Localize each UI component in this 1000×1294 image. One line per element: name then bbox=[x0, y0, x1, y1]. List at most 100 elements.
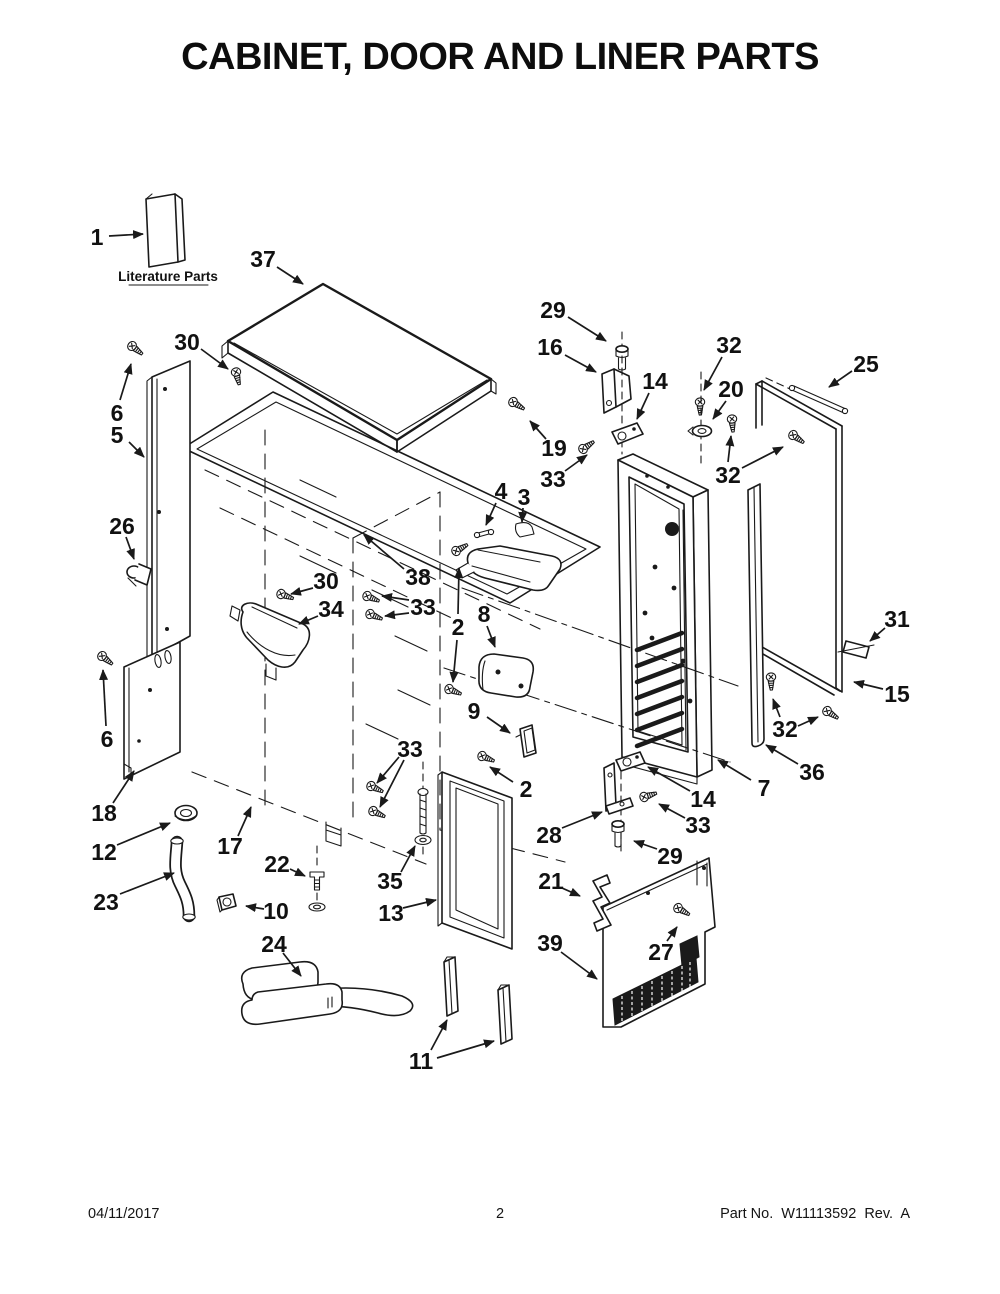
callout-arrow-2 bbox=[489, 766, 514, 783]
clamp bbox=[126, 563, 152, 587]
callout-label-39-46: 39 bbox=[537, 930, 563, 956]
screw-6a bbox=[125, 339, 146, 359]
literature-parts-caption: Literature Parts bbox=[118, 269, 218, 284]
callout-label-17-36: 17 bbox=[217, 833, 243, 859]
callout-arrow-32 bbox=[772, 698, 781, 718]
bottom-hinge-bracket bbox=[603, 762, 634, 815]
callout-arrow-5 bbox=[128, 441, 145, 458]
door-louvers bbox=[634, 630, 685, 749]
callout-arrow-39 bbox=[560, 951, 598, 980]
footer-date: 04/11/2017 bbox=[88, 1206, 160, 1222]
callout-arrow-35 bbox=[400, 845, 416, 873]
callout-arrow-36 bbox=[765, 744, 799, 765]
callout-arrow-21 bbox=[561, 887, 581, 897]
callout-label-35-41: 35 bbox=[377, 868, 403, 894]
drain-grommet bbox=[174, 804, 198, 822]
callout-label-28-37: 28 bbox=[536, 822, 562, 848]
grille-panel bbox=[602, 857, 716, 1028]
callout-label-5-10: 5 bbox=[111, 422, 124, 448]
callout-label-33-27: 33 bbox=[397, 736, 423, 762]
callout-arrow-11 bbox=[430, 1019, 448, 1051]
callout-arrow-19 bbox=[529, 420, 547, 440]
callout-label-3-15: 3 bbox=[518, 484, 531, 510]
callout-label-11-48: 11 bbox=[409, 1048, 434, 1074]
left-side-panel bbox=[146, 360, 191, 662]
drain-hose bbox=[169, 835, 196, 923]
callout-arrow-33 bbox=[658, 803, 686, 819]
callout-arrow-30 bbox=[200, 348, 229, 370]
callout-arrow-28 bbox=[561, 811, 603, 829]
callout-label-29-3: 29 bbox=[540, 297, 566, 323]
callout-label-31-23: 31 bbox=[884, 606, 910, 632]
screw-30b bbox=[274, 587, 296, 604]
callout-arrow-18 bbox=[112, 770, 135, 804]
callout-arrow-33 bbox=[381, 593, 410, 602]
callout-arrow-32 bbox=[797, 716, 819, 727]
callout-label-13-44: 13 bbox=[378, 900, 404, 926]
callout-label-6-9: 6 bbox=[111, 400, 124, 426]
screw-32d bbox=[765, 672, 777, 691]
callout-arrow-16 bbox=[564, 354, 597, 373]
callout-arrow-30 bbox=[290, 587, 314, 596]
screw-6b bbox=[95, 649, 116, 669]
callout-arrow-3 bbox=[518, 507, 528, 523]
callout-label-33-20: 33 bbox=[410, 594, 436, 620]
screw-33d bbox=[638, 787, 659, 804]
latch-keeper bbox=[515, 724, 537, 758]
callout-arrow-7 bbox=[717, 759, 752, 781]
callout-arrow-26 bbox=[125, 536, 135, 560]
callout-arrow-20 bbox=[712, 400, 727, 420]
callout-label-18-33: 18 bbox=[91, 800, 117, 826]
callout-arrow-33 bbox=[384, 610, 410, 620]
air-duct bbox=[229, 602, 311, 681]
callout-label-37-1: 37 bbox=[250, 246, 276, 272]
screw-2a bbox=[442, 682, 464, 699]
callout-label-4-14: 4 bbox=[495, 478, 508, 504]
top-panel bbox=[221, 282, 497, 453]
callout-arrow-29 bbox=[567, 316, 607, 342]
side-trim-strip bbox=[747, 483, 765, 748]
callout-arrow-34 bbox=[298, 615, 319, 625]
callout-arrow-32 bbox=[703, 356, 723, 391]
callout-arrow-32 bbox=[725, 435, 735, 463]
callout-arrow-29 bbox=[633, 840, 658, 850]
callout-label-30-18: 30 bbox=[313, 568, 339, 594]
sill-bracket bbox=[325, 821, 342, 847]
callout-label-36-29: 36 bbox=[799, 759, 825, 785]
screw-33b2 bbox=[363, 607, 385, 624]
callout-arrow-6 bbox=[99, 669, 109, 727]
screw-33a bbox=[576, 437, 597, 456]
screw-33c1 bbox=[364, 779, 386, 797]
callout-arrow-22 bbox=[289, 867, 306, 877]
callout-label-33-34: 33 bbox=[685, 812, 711, 838]
callout-arrow-14 bbox=[636, 392, 650, 420]
callout-arrow-33 bbox=[376, 756, 400, 784]
callout-label-29-38: 29 bbox=[657, 843, 683, 869]
callout-label-19-11: 19 bbox=[541, 435, 567, 461]
callout-label-2-21: 2 bbox=[452, 614, 465, 640]
callout-arrow-23 bbox=[119, 872, 175, 895]
screw-32a bbox=[694, 397, 706, 416]
callout-arrow-10 bbox=[245, 903, 265, 913]
callout-arrow-1 bbox=[108, 230, 144, 240]
callout-label-10-43: 10 bbox=[263, 898, 289, 924]
callout-arrow-24 bbox=[282, 952, 302, 977]
callout-label-22-40: 22 bbox=[264, 851, 290, 877]
callout-arrow-2 bbox=[449, 639, 459, 683]
long-screw bbox=[414, 787, 432, 846]
page-footer: 04/11/2017 2 Part No. W11113592 Rev. A bbox=[0, 1206, 1000, 1226]
bottom-hinge-pin bbox=[611, 819, 625, 848]
door-gasket bbox=[437, 771, 513, 950]
footer-page-number: 2 bbox=[495, 1206, 505, 1222]
callout-arrows bbox=[99, 230, 886, 1059]
callout-label-6-26: 6 bbox=[101, 726, 114, 752]
callout-label-26-16: 26 bbox=[109, 513, 135, 539]
leveling-foot bbox=[240, 960, 414, 1026]
callout-label-15-25: 15 bbox=[884, 681, 910, 707]
support-rod bbox=[788, 384, 849, 415]
side-trim-frame bbox=[755, 380, 843, 696]
trim-strip-left bbox=[443, 956, 459, 1017]
callout-label-25-8: 25 bbox=[853, 351, 879, 377]
callout-label-32-6: 32 bbox=[716, 332, 742, 358]
